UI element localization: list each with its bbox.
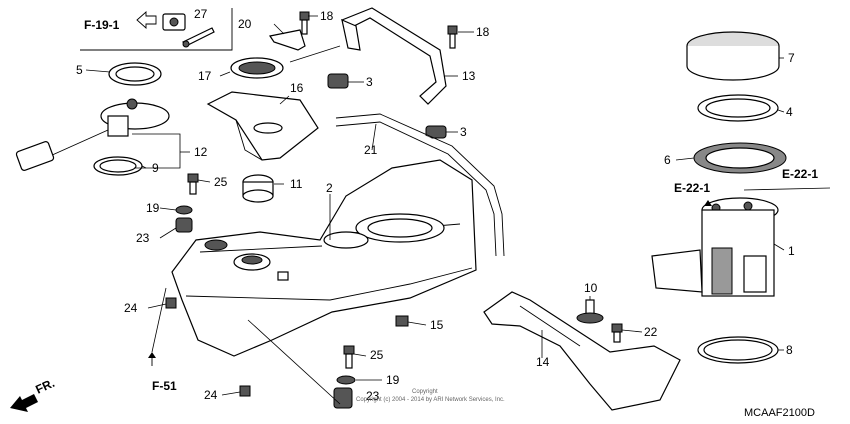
part-20-bracket: [269, 29, 306, 51]
part-22-bolt: [611, 323, 623, 343]
callout-13: 13: [462, 69, 476, 83]
leader-lines: [85, 15, 831, 405]
part-16-cover: [206, 91, 319, 161]
part-10-grommet: [576, 299, 604, 324]
part-6-gasket: [693, 142, 787, 174]
callout-25-b: 25: [370, 348, 384, 362]
callout-labels: 1 2 3 3 4 5 6 7 8 9 10 11 12 13 14 15 16…: [76, 7, 795, 403]
part-9-gasket: [93, 156, 143, 176]
callout-23-b: 23: [366, 389, 380, 403]
callout-3-a: 3: [366, 75, 373, 89]
part-25-bolt-a: [187, 173, 199, 195]
part-8-oring: [697, 336, 779, 364]
callout-20: 20: [238, 17, 252, 31]
callout-9: 9: [152, 161, 159, 175]
front-label: FR.: [33, 376, 56, 397]
part-5-ring: [108, 62, 162, 86]
callout-25-a: 25: [214, 175, 228, 189]
part-13-strap: [340, 7, 447, 105]
callout-12: 12: [194, 145, 208, 159]
part-2-fuel-tank: [171, 159, 477, 357]
callout-6: 6: [664, 153, 671, 167]
callout-7: 7: [788, 51, 795, 65]
part-1-fuel-pump: [651, 197, 779, 297]
part-12-fuel-sender: [15, 98, 170, 171]
ref-f51[interactable]: F-51: [152, 379, 177, 393]
part-23-grommet-b: [333, 387, 353, 409]
ref-f19[interactable]: F-19-1: [84, 18, 120, 32]
front-direction-indicator: FR.: [10, 376, 57, 412]
ref-e22-b[interactable]: E-22-1: [674, 181, 710, 195]
callout-27: 27: [194, 7, 208, 21]
part-11-fuel-cap: [242, 174, 274, 203]
callout-24-b: 24: [204, 388, 218, 402]
part-18-bolt-a: [299, 11, 310, 35]
callout-3-b: 3: [460, 125, 467, 139]
part-17-ring: [230, 57, 284, 79]
callout-1: 1: [788, 244, 795, 258]
e22-arrowhead-icon: [704, 200, 712, 206]
part-19-washer-a: [175, 205, 193, 215]
part-23-grommet-a: [175, 217, 193, 233]
callout-4: 4: [786, 105, 793, 119]
part-21-tube: [335, 114, 503, 257]
callout-2: 2: [326, 181, 333, 195]
part-7-cap: [686, 31, 780, 81]
callout-18-b: 18: [476, 25, 490, 39]
part-19-washer-b: [336, 375, 356, 385]
diagram-code: MCAAF2100D: [744, 407, 815, 419]
callout-17: 17: [198, 69, 212, 83]
front-arrow-icon: [10, 394, 38, 412]
part-15-bolt: [395, 315, 409, 327]
inset-f19-box: F-19-1: [80, 8, 233, 51]
copyright-line-2: Copyright (c) 2004 - 2014 by ARI Network…: [356, 397, 505, 403]
copyright-line-1: Copyright: [412, 389, 438, 395]
callout-19-b: 19: [386, 373, 400, 387]
part-4-ring: [697, 94, 779, 122]
callout-23-a: 23: [136, 231, 150, 245]
callout-5: 5: [76, 63, 83, 77]
part-18-bolt-b: [447, 25, 458, 49]
arrow-left-icon: [136, 10, 157, 30]
callout-8: 8: [786, 343, 793, 357]
part-14-bracket: [483, 291, 681, 411]
f51-arrowhead-icon: [148, 352, 156, 358]
callout-15: 15: [430, 318, 444, 332]
callout-22: 22: [644, 325, 658, 339]
callout-14: 14: [536, 355, 550, 369]
callout-19-a: 19: [146, 201, 160, 215]
callout-21: 21: [364, 143, 378, 157]
callout-24-a: 24: [124, 301, 138, 315]
part-24-bolt-a: [165, 297, 177, 309]
callout-11: 11: [290, 177, 303, 191]
callout-10: 10: [584, 281, 598, 295]
part-25-bolt-b: [343, 345, 355, 369]
part-24-bolt-b: [239, 385, 251, 397]
part-3-grommet-a: [327, 73, 349, 89]
callout-18-a: 18: [320, 9, 334, 23]
ref-e22-a[interactable]: E-22-1: [782, 167, 818, 181]
callout-16: 16: [290, 81, 304, 95]
